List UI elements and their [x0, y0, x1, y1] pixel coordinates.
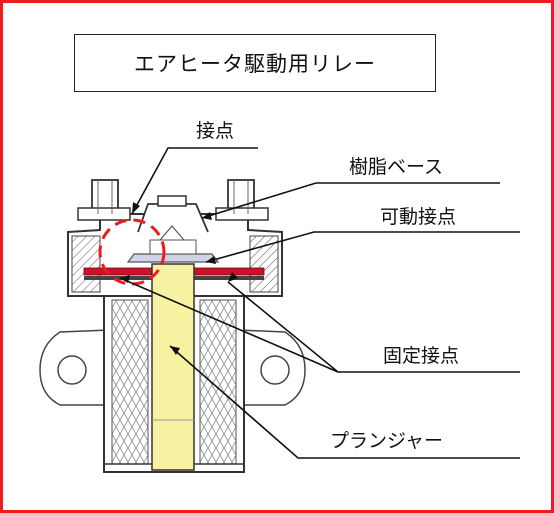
label-movable-contact: 可動接点: [380, 206, 457, 228]
label-contact: 接点: [196, 120, 235, 142]
movable-contact-plate: [126, 253, 220, 263]
contact-highlight-circle: [98, 218, 166, 286]
coil-left: [111, 299, 149, 465]
coil-right: [199, 299, 237, 465]
plunger: [151, 263, 195, 471]
label-resin-base: 樹脂ベース: [349, 156, 444, 178]
diagram-title: エアヒータ駆動用リレー: [134, 52, 376, 76]
leader-lines: [119, 147, 520, 459]
label-fixed-contact: 固定接点: [383, 345, 460, 367]
terminal-left: [77, 179, 131, 221]
leader-arrows: [120, 202, 238, 355]
terminal-right: [215, 179, 269, 221]
mounting-flange-right: [237, 329, 306, 406]
mounting-flange-left: [39, 329, 111, 406]
label-plunger: プランジャー: [330, 430, 444, 452]
title-box: エアヒータ駆動用リレー: [74, 34, 436, 92]
